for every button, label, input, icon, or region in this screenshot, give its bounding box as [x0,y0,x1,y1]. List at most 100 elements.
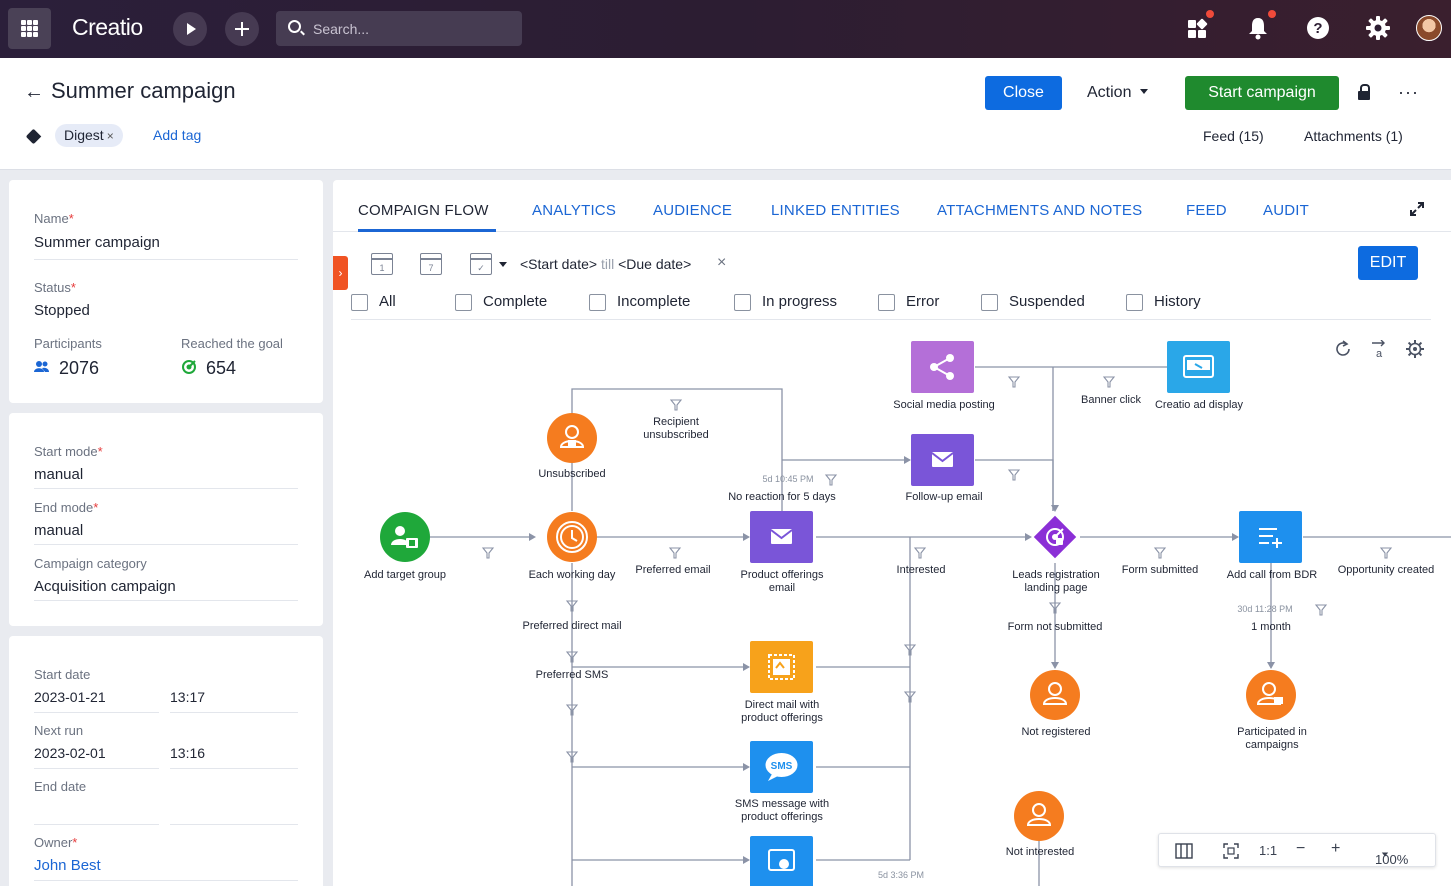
chevron-down-icon[interactable] [499,262,507,267]
add-target-group-node[interactable] [379,511,431,563]
next-run-time-field[interactable]: 13:16 [170,745,206,761]
refresh-icon[interactable] [1334,340,1352,358]
zoom-in-button[interactable]: + [1331,840,1341,857]
fit-screen-icon[interactable] [1223,843,1239,859]
user-avatar[interactable] [1416,15,1442,41]
apps-grid-icon[interactable] [8,8,51,49]
social-media-posting-label: Social media posting [893,399,995,411]
attachments-link[interactable]: Attachments (1) [1304,128,1403,144]
one-month-label[interactable]: 1 month [1251,621,1291,633]
close-button[interactable]: Close [985,76,1062,110]
filter-error[interactable]: Error [878,292,939,312]
each-working-day-node[interactable] [546,511,598,563]
action-dropdown[interactable]: Action [1087,84,1149,102]
expand-icon[interactable] [1410,202,1424,216]
follow-up-email-node[interactable] [911,434,974,486]
product-offerings-email-node[interactable] [750,511,813,563]
tab-linked-entities[interactable]: LINKED ENTITIES [771,202,900,219]
calendar-custom-icon[interactable]: ✓ [470,253,492,275]
tab-attachments-notes[interactable]: ATTACHMENTS AND NOTES [937,202,1143,219]
sms-message-node[interactable]: SMS [750,741,813,793]
participated-node[interactable] [1245,669,1297,721]
feed-link[interactable]: Feed (15) [1203,128,1264,144]
not-registered-node[interactable] [1029,669,1081,721]
more-icon[interactable]: ··· [1398,82,1419,102]
filter-complete[interactable]: Complete [455,292,547,312]
social-media-posting-node[interactable] [911,341,974,393]
search-input[interactable]: Search... [276,11,522,46]
next-run-label: Next run [34,723,84,738]
start-date-field[interactable]: 2023-01-21 [34,689,106,705]
auto-layout-icon[interactable]: a [1370,340,1388,358]
form-submitted-label[interactable]: Form submitted [1121,564,1199,576]
side-panel-toggle[interactable]: › [333,256,348,290]
name-field[interactable]: Summer campaign [34,234,160,251]
minimap-icon[interactable] [1175,843,1193,859]
direct-mail-node[interactable] [750,641,813,693]
settings-icon[interactable] [1406,340,1424,358]
owner-label: Owner* [34,835,78,850]
calendar-week-icon[interactable]: 7 [420,253,442,275]
landing-page-node[interactable] [750,836,813,886]
widgets-icon[interactable] [1186,10,1214,40]
plus-icon[interactable] [225,12,259,46]
next-run-date-field[interactable]: 2023-02-01 [34,745,106,761]
preferred-email-label[interactable]: Preferred email [635,564,711,576]
actual-size-button[interactable]: 1:1 [1259,843,1278,858]
edit-button[interactable]: EDIT [1358,246,1418,280]
add-tag-link[interactable]: Add tag [153,127,202,143]
tab-analytics[interactable]: ANALYTICS [532,202,617,219]
filter-suspended[interactable]: Suspended [981,292,1085,312]
unsubscribed-node[interactable] [546,412,598,464]
tab-audit[interactable]: AUDIT [1263,202,1309,219]
users-icon [34,361,49,372]
play-icon[interactable] [173,12,207,46]
gear-icon[interactable] [1366,16,1390,40]
back-arrow-icon[interactable]: ← [24,81,44,103]
clear-date-icon[interactable]: × [717,254,727,271]
calendar-day-icon[interactable]: 1 [371,253,393,275]
form-not-submitted-label[interactable]: Form not submitted [1007,621,1103,633]
flow-connections [430,366,1451,886]
not-interested-node[interactable] [1013,790,1065,842]
divider [34,259,298,260]
tag-remove-icon[interactable]: × [106,129,114,143]
participants-value[interactable]: 2076 [34,358,99,379]
tag-chip[interactable]: Digest× [55,124,123,147]
tab-audience[interactable]: AUDIENCE [653,202,733,219]
category-field[interactable]: Acquisition campaign [34,578,176,595]
zoom-out-button[interactable]: − [1296,840,1306,857]
top-bar: Creatio Search... ? [0,0,1451,58]
start-time-field[interactable]: 13:17 [170,689,206,705]
tab-campaign-flow[interactable]: COMPAIGN FLOW [358,202,489,219]
leads-registration-node[interactable] [1031,513,1079,561]
opportunity-created-label[interactable]: Opportunity created [1337,564,1435,576]
banner-click-label[interactable]: Banner click [1081,394,1141,406]
preferred-sms-label[interactable]: Preferred SMS [535,669,609,681]
filter-in-progress[interactable]: In progress [734,292,837,312]
owner-link[interactable]: John Best [34,857,101,874]
tab-feed[interactable]: FEED [1186,202,1227,219]
filter-history[interactable]: History [1126,292,1201,312]
start-mode-field[interactable]: manual [34,466,84,483]
add-call-bdr-label: Add call from BDR [1226,569,1318,581]
creatio-ad-display-node[interactable] [1167,341,1230,393]
reached-goal-value[interactable]: 654 [181,358,236,379]
no-reaction-label[interactable]: No reaction for 5 days [728,491,836,503]
help-icon[interactable]: ? [1306,16,1330,40]
start-date-label: Start date [34,667,91,682]
status-field[interactable]: Stopped [34,302,90,319]
recipient-unsubscribed-label[interactable]: Recipient unsubscribed [643,416,709,441]
start-campaign-button[interactable]: Start campaign [1185,76,1339,110]
preferred-direct-mail-label[interactable]: Preferred direct mail [522,620,622,632]
campaign-flow-canvas[interactable]: Add target group Unsubscribed Each worki… [333,330,1451,886]
filter-all[interactable]: All [351,292,396,312]
filter-incomplete[interactable]: Incomplete [589,292,690,312]
end-mode-field[interactable]: manual [34,522,84,539]
date-range[interactable]: <Start date> till <Due date> [520,256,692,272]
lock-icon[interactable] [1358,84,1370,100]
bell-icon[interactable] [1246,10,1276,40]
divider [34,544,298,545]
add-call-bdr-node[interactable] [1239,511,1302,563]
interested-label[interactable]: Interested [896,564,946,576]
